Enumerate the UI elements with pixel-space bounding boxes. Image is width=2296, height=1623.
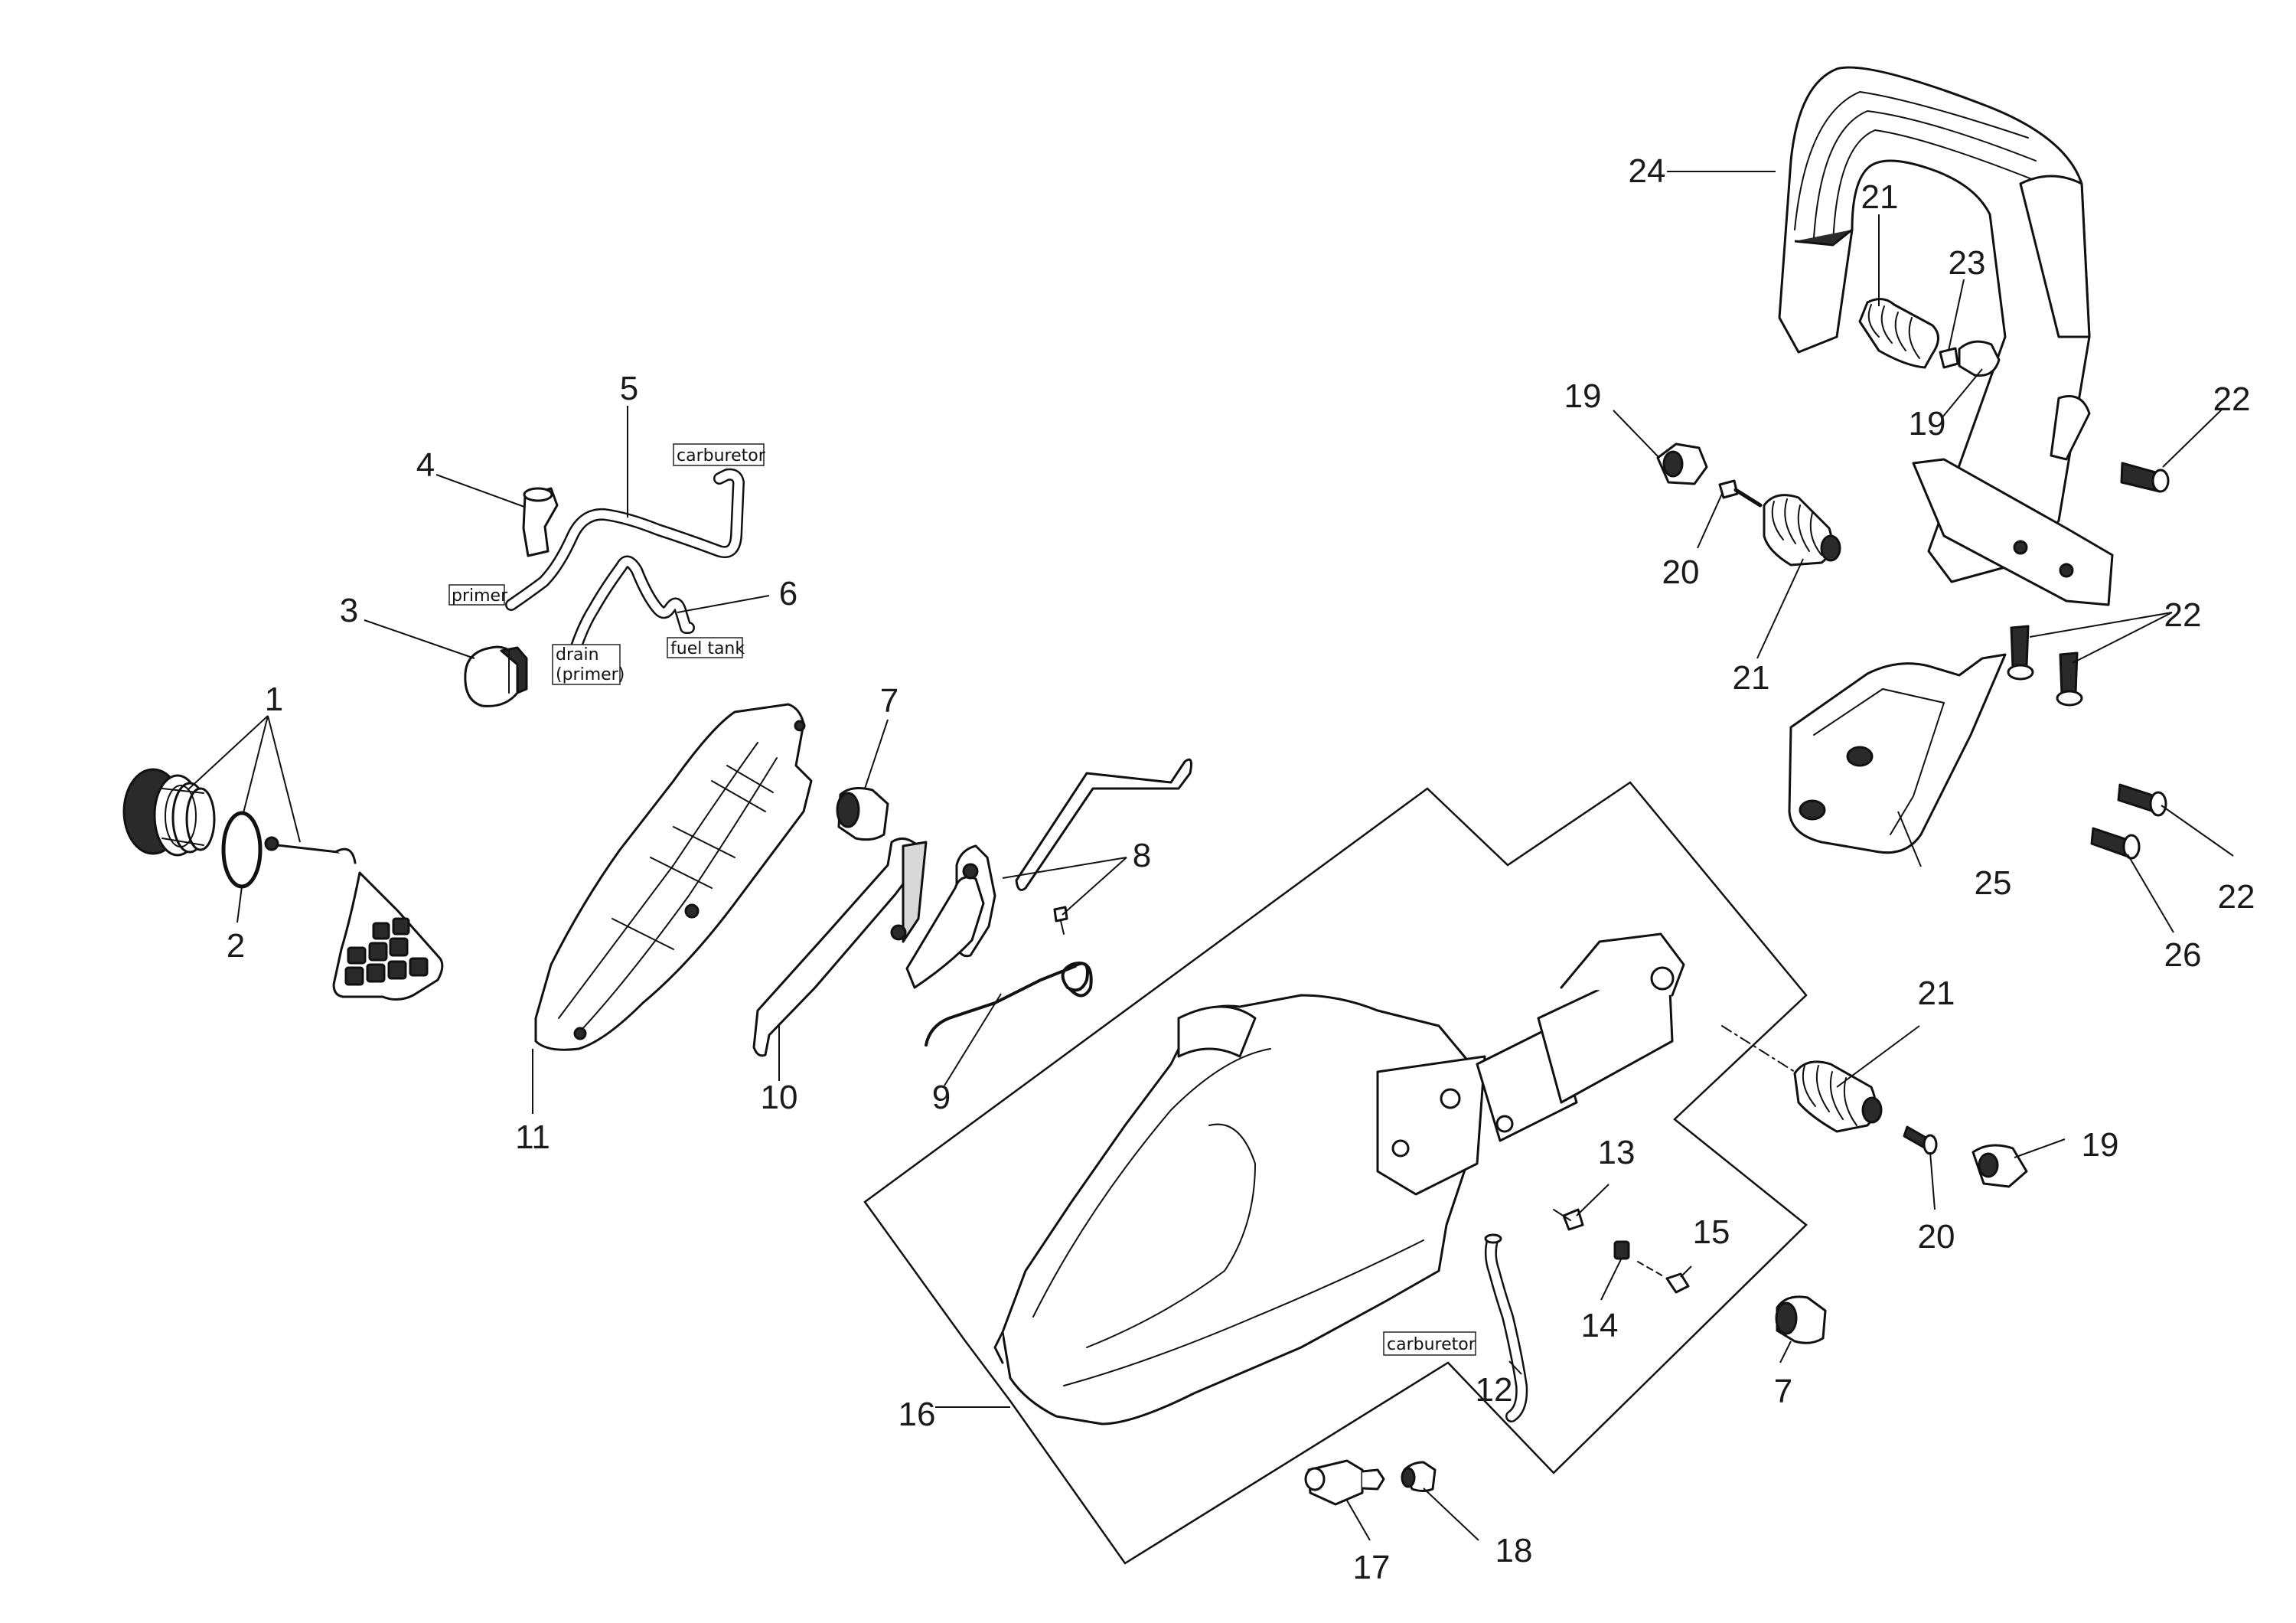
callout-11: 11 [515,1118,550,1156]
rubber-buffer [836,787,889,841]
throttle-lock [905,758,1192,989]
callout-21-handle: 21 [1861,178,1899,216]
fuel-tank-housing [993,932,1685,1425]
screw-middle-a [2007,625,2034,681]
callout-26: 26 [2164,936,2202,974]
throttle-spring [925,962,1093,1047]
o-ring [221,811,263,889]
throttle-trigger [752,838,928,1057]
small-spring [1613,1240,1630,1260]
tag-drain-primer: drain (primer) [552,644,625,685]
carburetor-hose [1484,1233,1528,1422]
callout-7-top: 7 [880,682,899,720]
callout-22-top: 22 [2213,380,2251,418]
tank-group-outline [863,781,1808,1565]
callout-4: 4 [416,446,435,484]
callout-21-middle: 21 [1733,659,1770,697]
screw-right-26 [2090,827,2141,860]
callout-1: 1 [265,681,283,718]
av-cap-bottom [1971,1144,2028,1188]
fuel-fitting [1304,1459,1385,1506]
callout-19-upper-left: 19 [1564,377,1602,415]
callout-3: 3 [340,592,358,629]
av-cap-top [1656,442,1708,485]
callout-5: 5 [620,370,638,407]
primer-bulb [464,645,528,707]
callout-2: 2 [227,927,245,965]
tag-carburetor-bottom: carburetor [1383,1331,1476,1356]
callout-25: 25 [1975,864,2012,902]
fuel-filter [264,836,444,1001]
callout-13: 13 [1598,1134,1636,1171]
fuel-cap-assembly [122,768,216,857]
guard-plate [1788,653,2007,854]
av-screw-bottom [1903,1125,1938,1155]
av-screw-top [1718,479,1763,508]
callout-18: 18 [1495,1532,1533,1569]
callout-19-handle: 19 [1909,405,1946,442]
adjuster-screw [1553,1208,1584,1231]
av-spring-middle [1763,494,1841,567]
small-nut [1637,1261,1690,1294]
screw-top-right [2120,462,2170,493]
callout-23: 23 [1949,244,1986,282]
av-spring-top [1858,298,2001,377]
short-fuel-hose [522,487,559,557]
callout-12: 12 [1476,1371,1513,1409]
long-fuel-line [505,468,745,611]
front-handle-bar [1778,66,2114,606]
callout-7-bottom: 7 [1774,1373,1792,1410]
tag-fuel-tank: fuel tank [667,637,745,658]
callout-10: 10 [761,1079,798,1116]
svg-text:carburetor: carburetor [1387,1335,1476,1354]
rubber-buffer-lower [1775,1295,1827,1344]
callout-20-lower: 20 [1918,1218,1955,1256]
callout-17: 17 [1353,1549,1391,1586]
callout-20-upper: 20 [1662,554,1700,591]
tag-carburetor-top: carburetor [673,443,766,466]
callout-6: 6 [779,575,797,612]
callout-15: 15 [1693,1213,1730,1251]
grommet [1401,1461,1437,1492]
callout-labels: 1 2 3 4 5 6 7 8 9 10 11 12 13 14 15 16 1… [227,152,2255,1586]
drain-fuel-line [566,555,695,665]
av-spring-bottom [1793,1060,1883,1133]
callout-24: 24 [1629,152,1666,190]
screw-right-22 [2117,783,2167,817]
callout-9: 9 [932,1079,951,1116]
callout-19-lower: 19 [2082,1126,2119,1164]
leader-lines [187,171,2234,1541]
callout-22-middle: 22 [2164,596,2202,634]
rear-handle-cover [534,703,813,1051]
callout-14: 14 [1581,1307,1619,1344]
svg-text:(primer): (primer) [556,665,625,684]
svg-text:primer: primer [452,586,508,606]
tag-primer: primer [448,584,508,606]
callout-21-lower: 21 [1918,975,1955,1012]
svg-text:fuel tank: fuel tank [670,639,745,658]
callout-16: 16 [899,1396,936,1433]
callout-22-right: 22 [2218,878,2255,916]
svg-text:drain: drain [556,645,599,665]
callout-8: 8 [1133,837,1151,874]
svg-text:carburetor: carburetor [677,446,766,465]
